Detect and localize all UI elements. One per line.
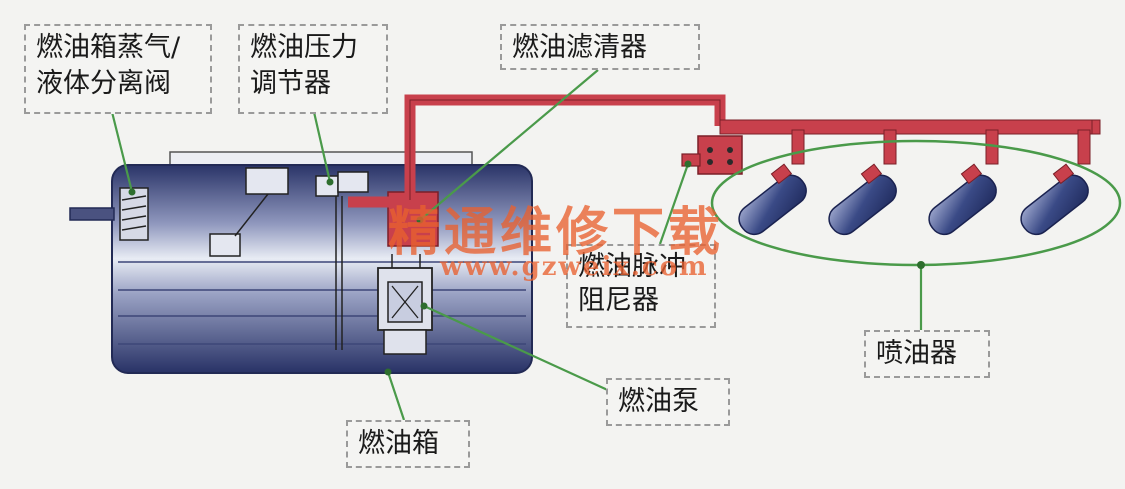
injector-group-ellipse [710, 139, 1122, 267]
label-fuel-pump-text: 燃油泵 [618, 386, 699, 417]
label-fuel-filter: 燃油滤清器 [500, 24, 700, 70]
rail-risers [791, 119, 1101, 165]
fuel-rail [719, 119, 1099, 135]
label-pulse-damper-line2: 阻尼器 [578, 285, 659, 316]
label-fuel-filter-text: 燃油滤清器 [512, 32, 647, 63]
label-fuel-tank-text: 燃油箱 [358, 428, 439, 459]
label-injectors-text: 喷油器 [876, 338, 957, 369]
fuel-pump-part [377, 254, 433, 355]
label-vapor-separator-valve-line1: 燃油箱蒸气/ [36, 32, 181, 63]
float-arm [234, 193, 269, 237]
label-injectors: 喷油器 [864, 330, 990, 378]
leader-lines [110, 69, 923, 421]
watermark-url: www.gzweix.com [440, 252, 709, 282]
label-vapor-separator-valve: 燃油箱蒸气/ 液体分离阀 [24, 24, 212, 114]
leader-dots [128, 160, 925, 376]
vapor-separator-valve [119, 187, 149, 241]
injector-4 [1020, 163, 1089, 236]
label-fuel-pump: 燃油泵 [606, 378, 730, 426]
injector-2 [828, 163, 897, 236]
tank-inlet-pipe [69, 207, 115, 221]
tank-internal-lines [118, 261, 526, 345]
label-pressure-regulator: 燃油压力 调节器 [238, 24, 388, 114]
watermark-title: 精通维修下载 [388, 202, 725, 263]
float-box [209, 233, 241, 257]
injector-3 [928, 163, 997, 236]
injector-1 [738, 163, 807, 236]
label-fuel-tank: 燃油箱 [346, 420, 470, 468]
sender-box [245, 167, 289, 195]
label-pressure-regulator-line2: 调节器 [250, 68, 331, 99]
label-pulse-damper: 燃油脉冲 阻尼器 [566, 244, 716, 328]
label-pressure-regulator-line1: 燃油压力 [250, 32, 358, 63]
label-pulse-damper-line1: 燃油脉冲 [578, 251, 686, 282]
label-vapor-separator-valve-line2: 液体分离阀 [36, 68, 171, 99]
fuel-supply-line-outline [409, 99, 721, 200]
pulse-damper-part [681, 135, 743, 175]
